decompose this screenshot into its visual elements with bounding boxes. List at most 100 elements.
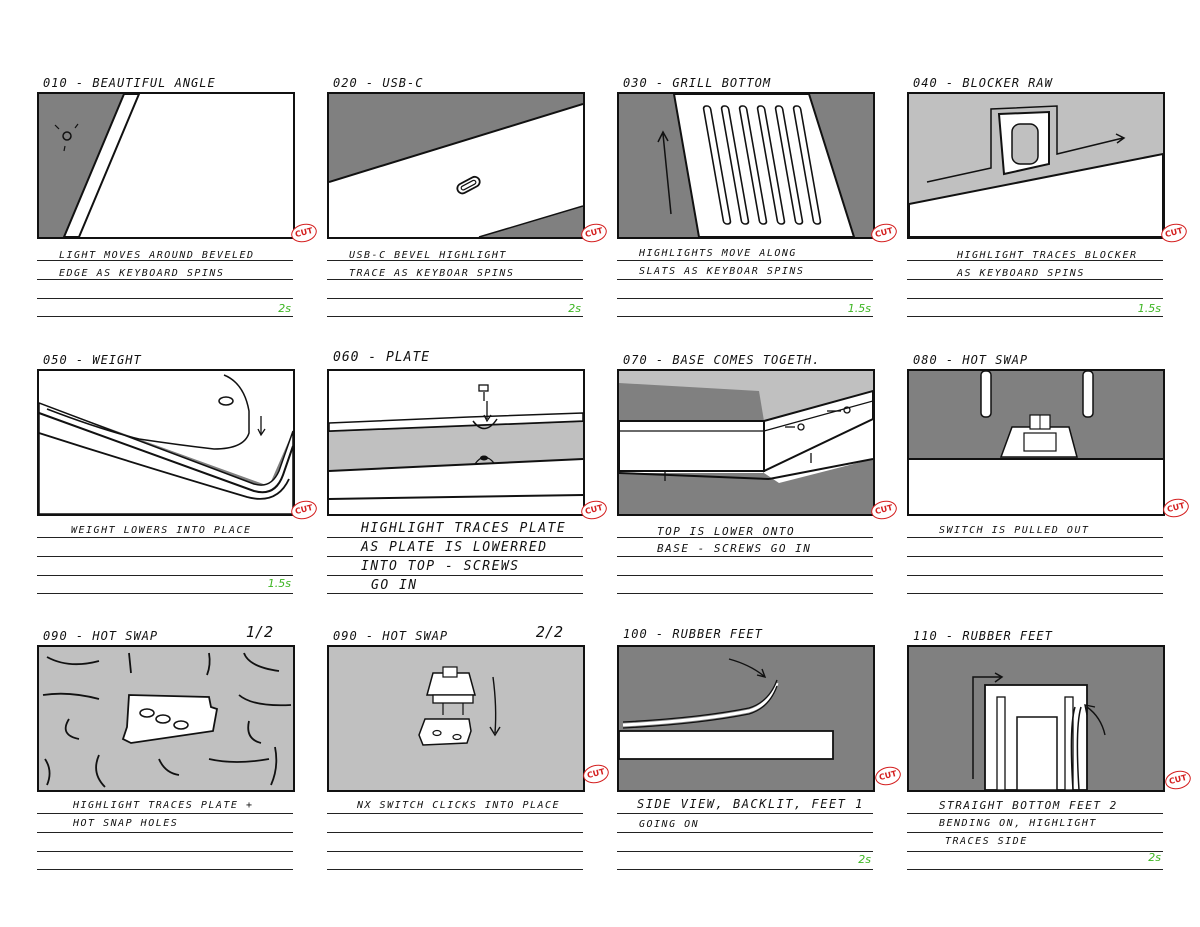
duration-label: 2s: [1148, 851, 1161, 864]
cut-marker: CUT: [1161, 496, 1191, 520]
note-line: [37, 575, 293, 576]
panel-title: 030 - GRILL BOTTOM: [623, 76, 772, 90]
rubber-feet-side-sketch: [619, 647, 873, 790]
note-line: [907, 575, 1163, 576]
note-line: [617, 316, 873, 317]
panel-note: TRACES SIDE: [945, 836, 1028, 847]
hot-swap-pull-sketch: [909, 371, 1163, 514]
note-line: [907, 260, 1163, 261]
panel-note: INTO TOP - SCREWS: [361, 559, 520, 574]
panel-title: 100 - RUBBER FEET: [623, 627, 763, 641]
note-line: [327, 279, 583, 280]
panel-title: 070 - BASE COMES TOGETH.: [623, 353, 821, 367]
storyboard-panel-010: 010 - BEAUTIFUL ANGLE CUT LIGHT MOVES AR…: [37, 76, 319, 321]
storyboard-panel-090a: 090 - HOT SWAP 1/2: [37, 623, 295, 874]
panel-note: HIGHLIGHT TRACES PLATE: [361, 521, 567, 536]
panel-note: HOT SNAP HOLES: [73, 818, 179, 829]
storyboard-panel-070: 070 - BASE COMES TOGETH. CUT TOP IS LOWE…: [617, 353, 899, 598]
panel-note: GOING ON: [639, 819, 700, 830]
storyboard-panel-040: 040 - BLOCKER RAW CUT HIGHLIGHT TRACES B…: [907, 76, 1189, 321]
panel-frame: [907, 645, 1165, 792]
panel-note: TOP IS LOWER ONTO: [657, 525, 796, 538]
panel-note: HIGHLIGHT TRACES BLOCKER: [957, 250, 1138, 261]
panel-frame: [37, 369, 295, 516]
storyboard-panel-050: 050 - WEIGHT CUT WEIGHT LOWERS INTO PLAC…: [37, 353, 319, 598]
cut-marker: CUT: [1163, 768, 1193, 792]
note-line: [327, 537, 583, 538]
note-line: [617, 556, 873, 557]
panel-note: HIGHLIGHT TRACES PLATE +: [73, 800, 254, 811]
note-line: [907, 298, 1163, 299]
note-line: [327, 316, 583, 317]
panel-frame: [617, 92, 875, 239]
note-line: [617, 851, 873, 852]
note-line: [907, 279, 1163, 280]
note-line: [327, 260, 583, 261]
note-line: [327, 298, 583, 299]
panel-note: SWITCH IS PULLED OUT: [939, 525, 1090, 536]
panel-title: 050 - WEIGHT: [43, 353, 142, 367]
note-line: [617, 575, 873, 576]
note-line: [327, 575, 583, 576]
panel-frame: [327, 645, 585, 792]
note-line: [327, 832, 583, 833]
note-line: [37, 813, 293, 814]
panel-note: HIGHLIGHTS MOVE ALONG: [639, 248, 797, 259]
note-line: [907, 593, 1163, 594]
cut-marker: CUT: [873, 764, 903, 788]
panel-title: 090 - HOT SWAP: [43, 629, 159, 643]
note-line: [327, 813, 583, 814]
panel-note: AS KEYBOARD SPINS: [957, 268, 1085, 279]
storyboard-panel-100: 100 - RUBBER FEET CUT SIDE VIEW, BACKLIT…: [617, 627, 903, 874]
panel-note: USB-C BEVEL HIGHLIGHT: [349, 250, 507, 261]
panel-frame: [617, 645, 875, 792]
panel-frame: [907, 369, 1165, 516]
panel-title: 020 - USB-C: [333, 76, 424, 90]
duration-label: 1.5s: [267, 577, 291, 590]
beveled-edge-sketch: [39, 94, 141, 237]
storyboard-panel-110: 110 - RUBBER FEET CUT STRAIGHT BOTTOM FE…: [907, 629, 1193, 874]
note-line: [37, 260, 293, 261]
note-line: [37, 298, 293, 299]
duration-label: 2s: [278, 302, 291, 315]
note-line: [617, 260, 873, 261]
panel-note: STRAIGHT BOTTOM FEET 2: [939, 799, 1118, 812]
note-line: [327, 556, 583, 557]
cut-marker: CUT: [581, 762, 611, 786]
panel-title: 110 - RUBBER FEET: [913, 629, 1053, 643]
weight-sketch: [39, 374, 293, 514]
panel-frame: [617, 369, 875, 516]
blocker-raw-sketch: [909, 94, 1163, 237]
panel-title: 010 - BEAUTIFUL ANGLE: [43, 76, 216, 90]
panel-note: SIDE VIEW, BACKLIT, FEET 1: [637, 797, 864, 811]
note-line: [37, 556, 293, 557]
duration-label: 1.5s: [1137, 302, 1161, 315]
note-line: [907, 869, 1163, 870]
note-line: [617, 537, 873, 538]
switch-insert-sketch: [329, 647, 583, 790]
panel-title: 080 - HOT SWAP: [913, 353, 1029, 367]
note-line: [617, 869, 873, 870]
panel-frame: [37, 645, 295, 792]
panel-note: AS PLATE IS LOWERRED: [361, 540, 548, 555]
storyboard-panel-060: 060 - PLATE CUT HIGHLIGHT TRACES PLATE A…: [327, 350, 609, 598]
note-line: [37, 316, 293, 317]
duration-label: 2s: [858, 853, 871, 866]
note-line: [37, 851, 293, 852]
panel-title: 060 - PLATE: [333, 350, 431, 365]
rubber-feet-straight-sketch: [909, 647, 1163, 790]
panel-note: TRACE AS KEYBOAR SPINS: [349, 268, 515, 279]
storyboard-panel-090b: 090 - HOT SWAP 2/2 CUT NX SWITCH CLICKS …: [327, 623, 611, 874]
note-line: [617, 593, 873, 594]
panel-note: SLATS AS KEYBOAR SPINS: [639, 266, 805, 277]
panel-frame: [327, 369, 585, 516]
base-assembly-sketch: [619, 371, 873, 514]
panel-note: BASE - SCREWS GO IN: [657, 542, 812, 555]
panel-note: BENDING ON, HIGHLIGHT: [939, 818, 1097, 829]
grill-bottom-sketch: [619, 94, 873, 237]
note-line: [907, 851, 1163, 852]
note-line: [617, 813, 873, 814]
note-line: [37, 869, 293, 870]
panel-note: WEIGHT LOWERS INTO PLACE: [71, 525, 252, 536]
note-line: [37, 537, 293, 538]
